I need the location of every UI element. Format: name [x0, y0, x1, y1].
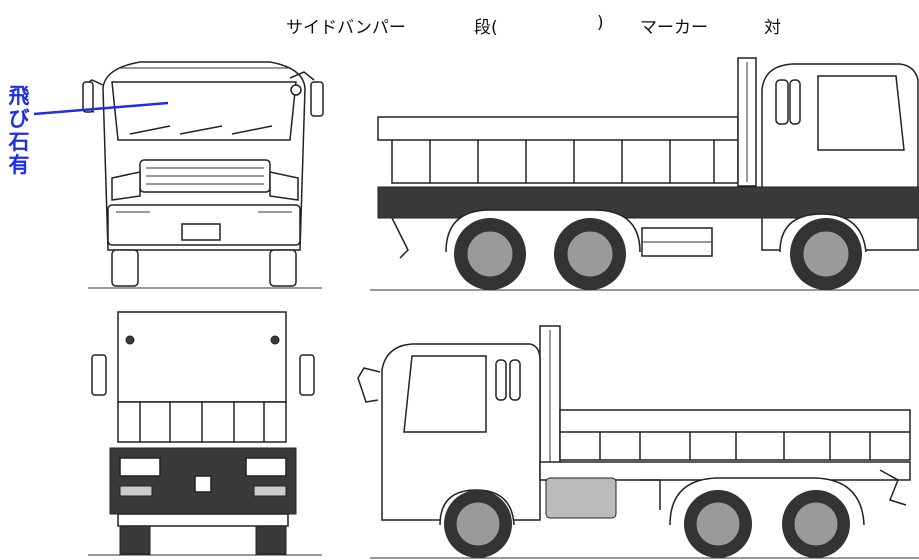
steps-label-close: ) [597, 13, 604, 33]
chip-damage-note: 飛 び 石 有 [8, 85, 30, 177]
rear-left-mirror [91, 354, 107, 396]
wipers [129, 125, 273, 135]
rear-left-lamps [119, 457, 161, 477]
pair-label: 対 [764, 18, 781, 38]
bed-posts [429, 140, 715, 183]
note-char-3: 石 [8, 130, 30, 154]
side-window [817, 75, 905, 151]
front-right-tire [269, 249, 297, 287]
annotation-pointer [33, 101, 169, 116]
note-char-4: 有 [8, 153, 30, 177]
note-char-2: び [8, 107, 30, 131]
dump-bed [377, 116, 739, 184]
left-view-mirror [357, 367, 381, 403]
left-dump-bed [559, 409, 911, 461]
tailgate-panel [117, 311, 287, 403]
right-headlight [269, 171, 299, 201]
left-headlight [111, 171, 141, 201]
left-side-window [403, 355, 487, 433]
rear-right-tire [255, 525, 287, 555]
rear-left-tire [119, 525, 151, 555]
steps-label-open: 段( [474, 18, 498, 38]
right-mirror-arm [289, 71, 315, 81]
rear-right-lamps [245, 457, 287, 477]
front-view [82, 61, 324, 289]
left-mirror [82, 81, 94, 113]
rear-bumper [117, 513, 289, 527]
grille-slats [146, 167, 264, 185]
rear-plate-light [194, 475, 212, 493]
side-bumper-label: サイドバンパー [286, 18, 406, 38]
chassis-frame [377, 186, 919, 219]
marker-label: マーカー [640, 18, 708, 38]
air-intake [775, 79, 789, 125]
note-char-1: 飛 [8, 84, 30, 108]
license-plate [181, 223, 221, 241]
rear-right-mirror [299, 354, 315, 396]
front-left-tire [111, 249, 139, 287]
right-mirror [310, 81, 324, 117]
rear-view [88, 311, 322, 556]
left-side-view [357, 325, 919, 559]
fuel-tank [545, 477, 617, 519]
under-mirror [290, 84, 302, 96]
right-side-view [370, 57, 919, 291]
windshield [111, 81, 297, 141]
